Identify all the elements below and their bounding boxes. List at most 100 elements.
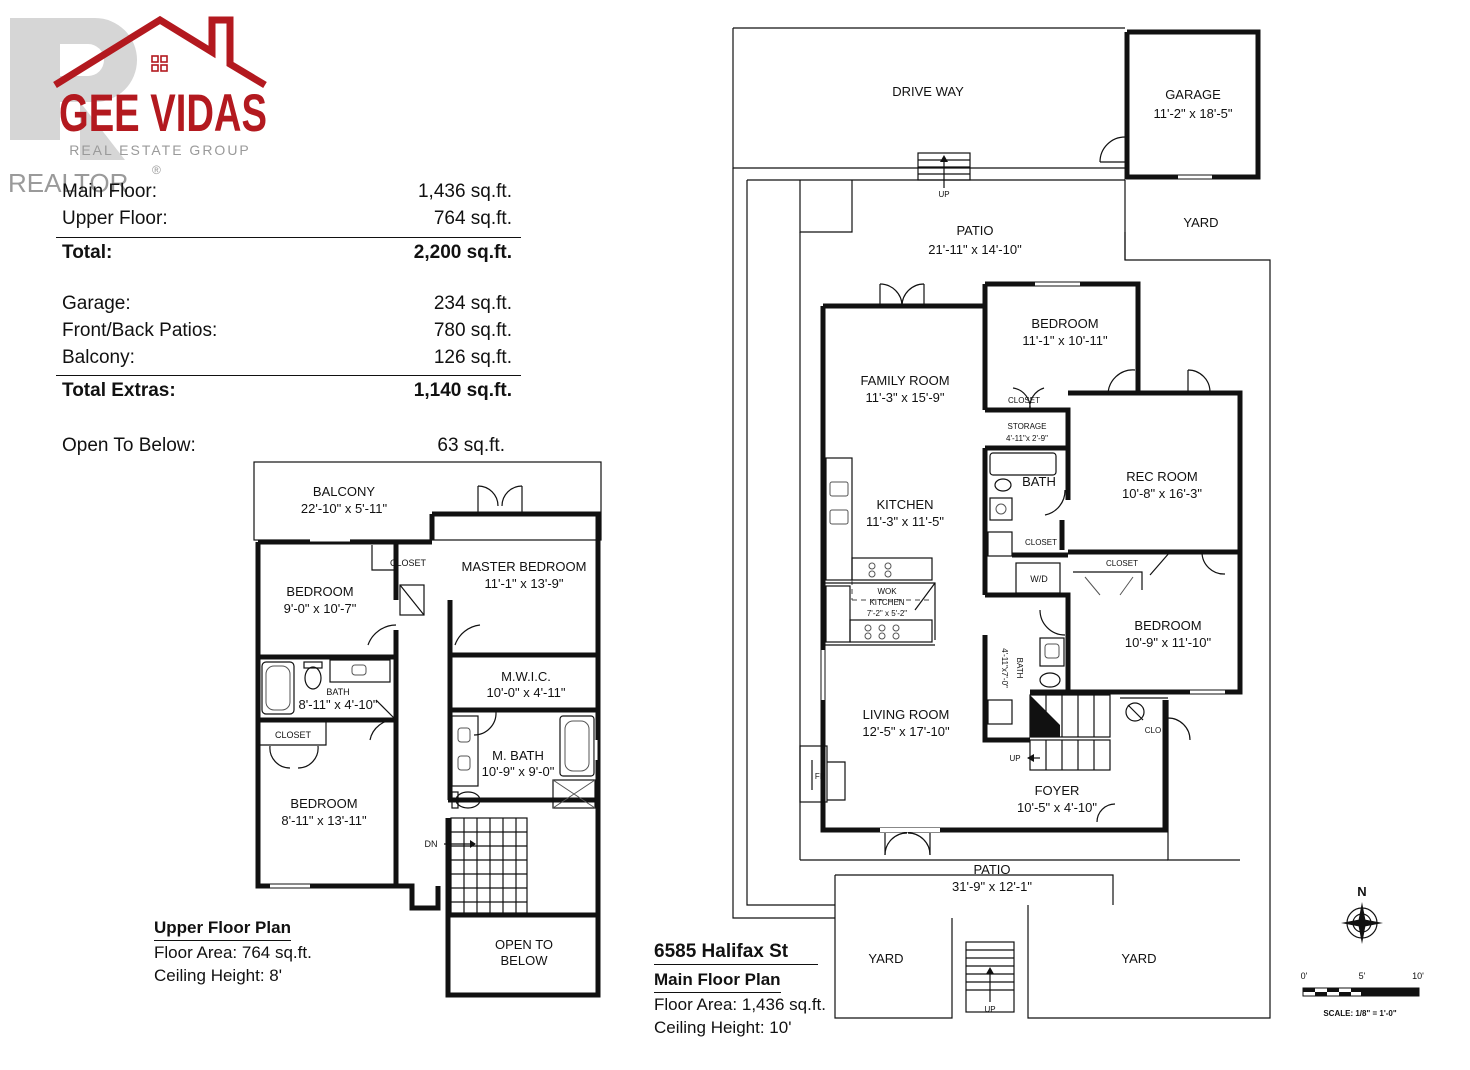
bedroom-name: BEDROOM: [1134, 618, 1201, 633]
logo: GEE VIDAS REAL ESTATE GROUP REALTOR ®: [8, 15, 267, 198]
scale-bar: 0' 5' 10' SCALE: 1/8" = 1'-0": [1301, 971, 1425, 1018]
balcony-value: 126 sq.ft.: [433, 347, 512, 368]
closet-label: CLOSET: [1106, 559, 1138, 568]
brand-tagline: REAL ESTATE GROUP: [69, 142, 251, 158]
kitchen-dims: 11'-3" x 11'-5": [866, 514, 944, 529]
toilet: [1039, 672, 1061, 688]
main-floor-caption: 6585 Halifax St Main Floor Plan Floor Ar…: [654, 940, 826, 1039]
bath-name: BATH: [326, 687, 349, 697]
open-to-below-label: Open To Below:: [62, 435, 196, 456]
bath-dims: 8'-11" x 4'-10": [299, 697, 378, 712]
upper-floor-plan: BALCONY 22'-10" x 5'-11" BEDROOM 9'-0" x…: [253, 461, 602, 998]
closet-label: CLOSET: [1008, 396, 1040, 405]
up-label: UP: [984, 1005, 995, 1014]
sink: [989, 497, 1013, 521]
closet-rod-icon: [1125, 702, 1145, 722]
master-bedroom-name: MASTER BEDROOM: [462, 559, 587, 574]
total-value: 2,200 sq.ft.: [413, 242, 512, 263]
total-extras-value: 1,140 sq.ft.: [413, 380, 512, 401]
main-floor-value: 1,436 sq.ft.: [417, 181, 512, 202]
vanity: [329, 659, 391, 683]
compass-north-label: N: [1357, 884, 1366, 899]
closet-label: CLOSET: [1025, 538, 1057, 547]
side-bath-name: BATH: [1015, 658, 1024, 679]
realtor-wordmark: REALTOR: [8, 168, 128, 198]
french-door: [879, 283, 925, 307]
main-floor-ceiling: Ceiling Height: 10': [654, 1018, 792, 1037]
bedroom-name: BEDROOM: [286, 584, 353, 599]
bedroom-dims: 9'-0" x 10'-7": [284, 601, 357, 616]
open-to-below-line1: OPEN TO: [495, 937, 553, 952]
washer-dryer-label: W/D: [1030, 574, 1048, 584]
upper-floor-ceiling: Ceiling Height: 8': [154, 966, 282, 985]
washer-dryer: [1015, 562, 1061, 594]
shower: [987, 699, 1013, 725]
balcony-dims: 22'-10" x 5'-11": [301, 501, 388, 516]
total-label: Total:: [62, 242, 113, 263]
patio-name: PATIO: [956, 223, 993, 238]
yard-label: YARD: [1183, 215, 1218, 230]
wok-kitchen-line1: WOK: [877, 587, 897, 596]
up-label: UP: [938, 190, 949, 199]
master-bath-dims: 10'-9" x 9'-0": [482, 764, 555, 779]
kitchen-counter: [825, 457, 853, 581]
bathtub: [989, 452, 1057, 476]
french-door: [884, 832, 931, 856]
rec-room-dims: 10'-8" x 16'-3": [1122, 486, 1202, 501]
bedroom-dims: 10'-9" x 11'-10": [1125, 635, 1212, 650]
shower: [987, 531, 1013, 557]
patio-dims: 21'-11" x 14'-10": [928, 242, 1022, 257]
brand-name: GEE VIDAS: [59, 84, 267, 143]
toilet: [994, 478, 1012, 492]
upper-floor-value: 764 sq.ft.: [433, 208, 512, 229]
divider: [56, 375, 521, 376]
garage-walls: [1124, 29, 1261, 180]
down-label: DN: [425, 839, 438, 849]
rec-room-name: REC ROOM: [1126, 469, 1198, 484]
main-floor-area: Floor Area: 1,436 sq.ft.: [654, 995, 826, 1014]
master-bath-name: M. BATH: [492, 748, 544, 763]
foyer-dims: 10'-5" x 4'-10": [1017, 800, 1097, 815]
patio-name: PATIO: [973, 862, 1010, 877]
wok-kitchen-dims: 7'-2" x 5'-2": [867, 609, 907, 618]
foyer-name: FOYER: [1035, 783, 1080, 798]
upper-floor-caption: Upper Floor Plan Floor Area: 764 sq.ft. …: [154, 916, 312, 987]
wok-counter: [825, 585, 851, 643]
vanity: [451, 715, 479, 787]
open-to-below-line2: BELOW: [501, 953, 549, 968]
mwic-dims: 10'-0" x 4'-11": [487, 685, 566, 700]
patios-value: 780 sq.ft.: [433, 320, 512, 341]
up-label: UP: [1009, 754, 1020, 763]
kitchen-name: KITCHEN: [876, 497, 933, 512]
divider: [56, 237, 521, 238]
open-to-below-value: 63 sq.ft.: [437, 435, 505, 456]
realtor-r-mark: [10, 18, 137, 160]
bathtub: [261, 661, 295, 715]
living-room-name: LIVING ROOM: [863, 707, 950, 722]
bedroom-dims: 8'-11" x 13'-11": [281, 813, 367, 828]
balcony-label: Balcony:: [62, 347, 135, 368]
scale-label: SCALE: 1/8" = 1'-0": [1323, 1009, 1396, 1018]
fireplace-label: FP: [815, 772, 825, 781]
toilet: [304, 666, 322, 690]
toilet: [455, 791, 481, 809]
fireplace: [799, 745, 828, 803]
family-room-dims: 11'-3" x 15'-9": [866, 390, 945, 405]
patio-dims: 31'-9" x 12'-1": [952, 879, 1032, 894]
bath-label: BATH: [1022, 474, 1056, 489]
bedroom-name: BEDROOM: [1031, 316, 1098, 331]
closet-label: CLOSET: [390, 558, 427, 568]
property-address: 6585 Halifax St: [654, 940, 818, 965]
scale-tick-5: 5': [1359, 971, 1366, 981]
registered-mark: ®: [152, 163, 161, 177]
living-room-dims: 12'-5" x 17'-10": [862, 724, 950, 739]
kitchen-counter: [851, 557, 933, 581]
steps: [965, 941, 1015, 1013]
house-roof-icon: [53, 15, 267, 89]
bedroom-name: BEDROOM: [290, 796, 357, 811]
shower: [552, 779, 596, 809]
upper-floor-title: Upper Floor Plan: [154, 916, 291, 941]
scale-tick-10: 10': [1412, 971, 1424, 981]
garage-dims: 11'-2" x 18'-5": [1154, 106, 1233, 121]
